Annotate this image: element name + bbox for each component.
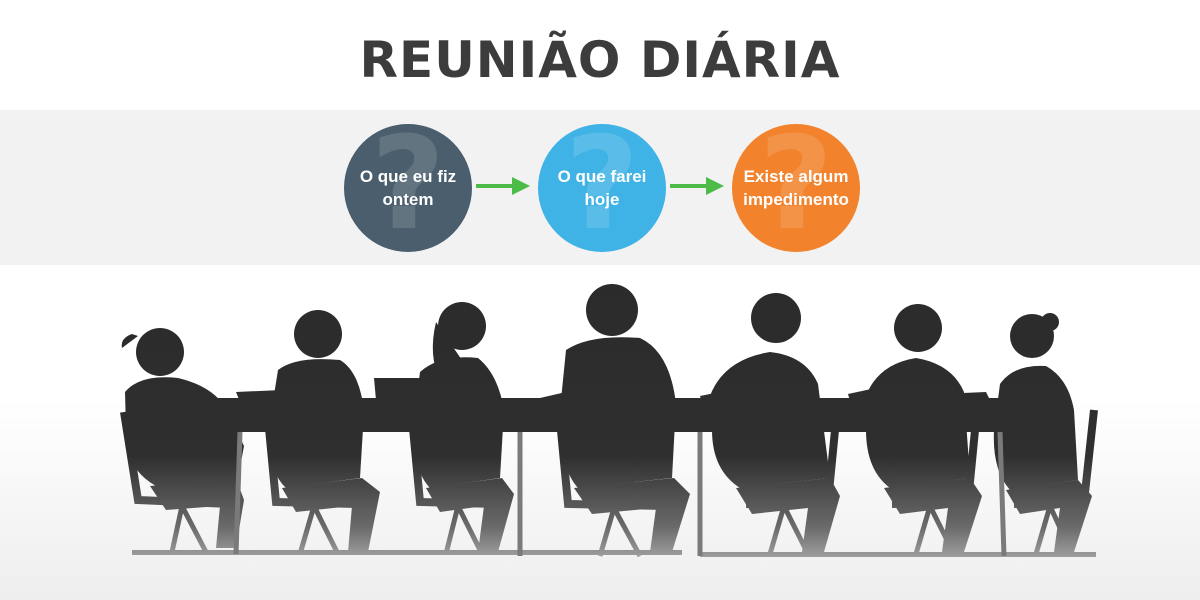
- step-circle-today: ? O que farei hoje: [538, 124, 666, 252]
- step-circle-blockers: ? Existe algum impedimento: [732, 124, 860, 252]
- question-mark-icon: ?: [758, 124, 834, 252]
- step-label: Existe algum impedimento: [743, 167, 849, 209]
- step-label: O que eu fiz ontem: [359, 167, 457, 209]
- arrow-right-icon: [476, 177, 530, 195]
- question-mark-icon: ?: [370, 124, 446, 252]
- question-mark-icon: ?: [564, 124, 640, 252]
- meeting-silhouette-illustration: [0, 284, 1200, 600]
- arrow-right-icon: [670, 177, 724, 195]
- step-label: O que farei hoje: [557, 167, 647, 209]
- page-title: REUNIÃO DIÁRIA: [359, 31, 841, 89]
- step-circle-yesterday: ? O que eu fiz ontem: [344, 124, 472, 252]
